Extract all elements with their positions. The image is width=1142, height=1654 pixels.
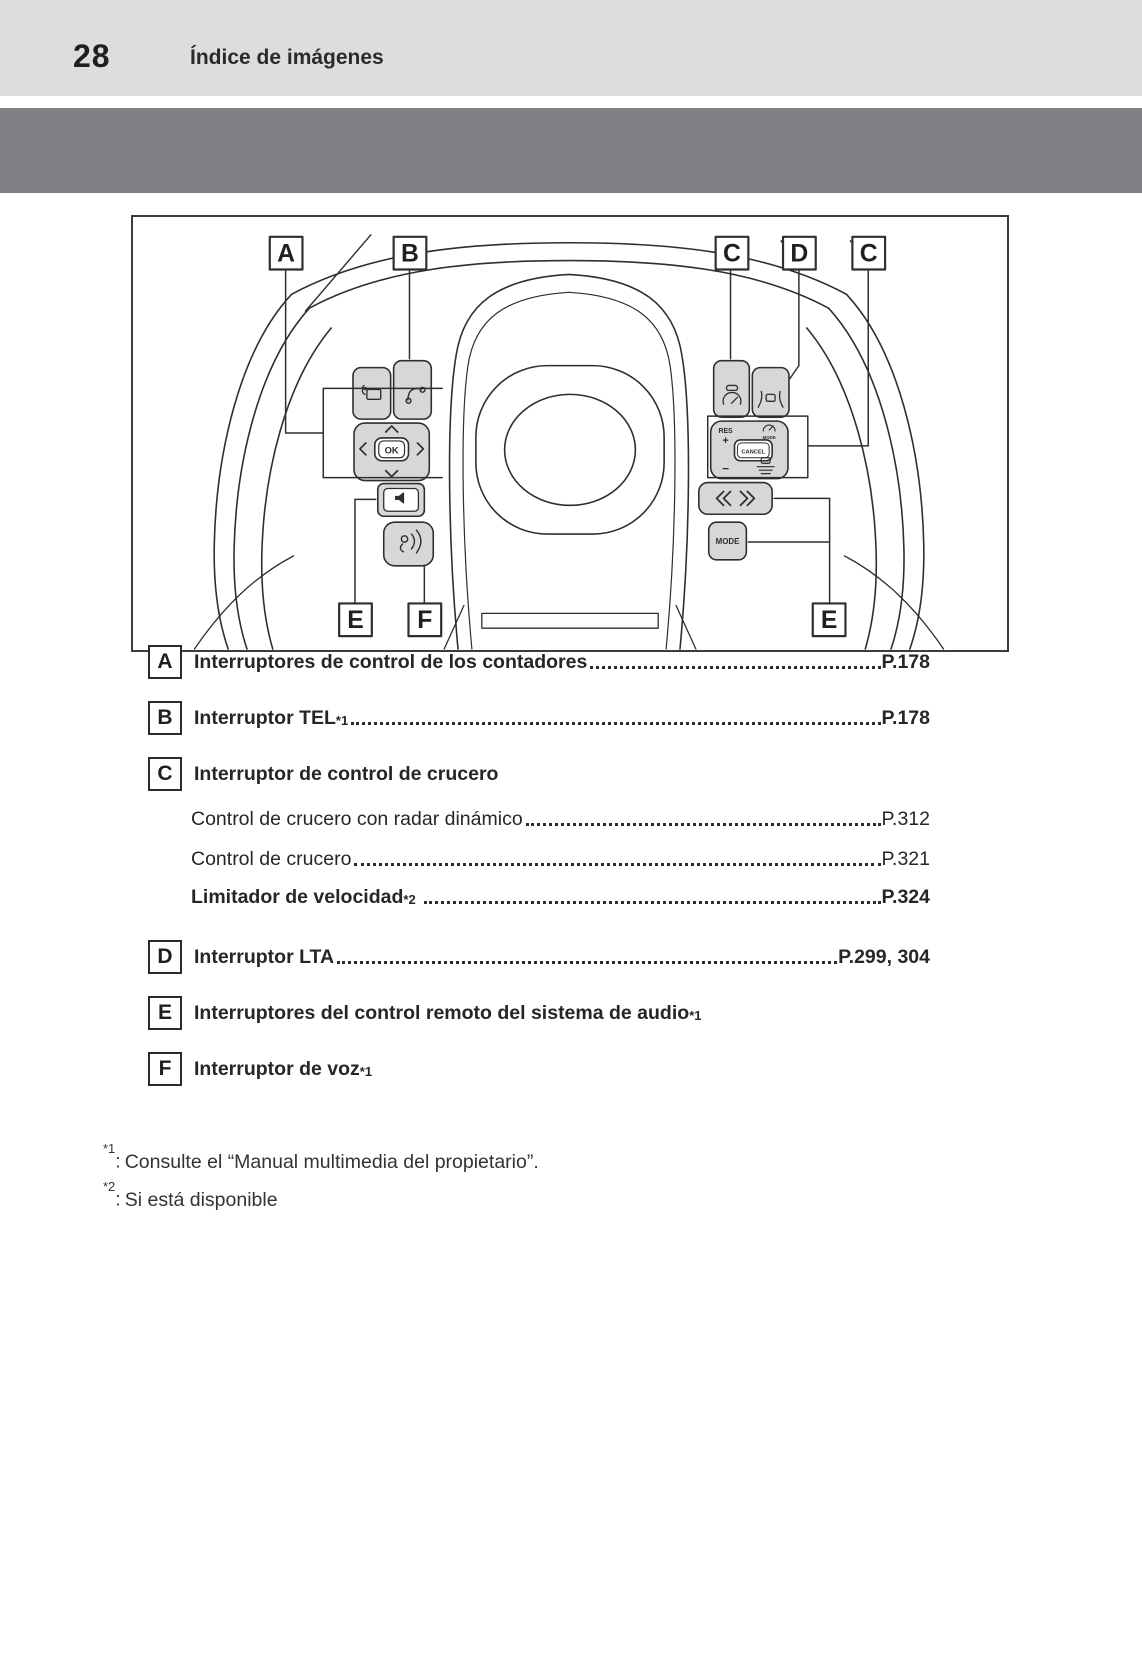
svg-text:C: C xyxy=(723,241,741,268)
dot-leader xyxy=(423,897,881,904)
cruise-mode-label: MODE xyxy=(763,435,776,440)
index-row-e: E Interruptores del control remoto del s… xyxy=(148,996,930,1030)
callout-e1 xyxy=(338,602,373,638)
ok-button xyxy=(374,437,410,462)
dot-leader xyxy=(337,957,838,965)
dot-leader xyxy=(351,718,881,726)
index-row-b: B Interruptor TEL*1 P.178 xyxy=(148,701,930,735)
seek-forward-icon xyxy=(739,490,756,507)
index-row-a: A Interruptores de control de los contad… xyxy=(148,645,930,679)
dot-leader xyxy=(354,859,881,866)
wheel-rim xyxy=(193,234,945,650)
row-letter-d: D xyxy=(148,940,182,974)
page-header: 28 Índice de imágenes xyxy=(0,0,1142,96)
left-switch-cluster: OK xyxy=(352,359,435,567)
footnote-1: *1:Consulte el “Manual multimedia del pr… xyxy=(103,1141,539,1173)
page-ref: P.312 xyxy=(881,807,930,830)
callout-c1 xyxy=(714,235,750,271)
svg-text:F: F xyxy=(417,607,432,634)
callout-b xyxy=(392,235,428,271)
seek-back-icon xyxy=(715,490,732,507)
wheel-hub xyxy=(443,273,697,650)
svg-text:A: A xyxy=(277,241,295,268)
row-label: Interruptor de control de crucero xyxy=(194,762,499,785)
dpad-arrows-icon xyxy=(359,425,425,478)
index-row-d: D Interruptor LTA P.299, 304 xyxy=(148,940,930,974)
row-label: Interruptor de voz xyxy=(194,1057,360,1080)
right-switch-cluster: RES + MODE CANCEL − xyxy=(698,359,790,561)
row-label: Interruptor TEL xyxy=(194,706,336,729)
vehicle-distance-icon xyxy=(756,457,775,475)
audio-mode-button xyxy=(707,521,748,561)
volume-speaker-icon xyxy=(395,492,405,504)
row-letter-c: C xyxy=(148,757,182,791)
row-letter-f: F xyxy=(148,1052,182,1086)
page-ref: P.324 xyxy=(881,885,930,908)
svg-text:B: B xyxy=(401,241,419,268)
index-subrow-speed-limiter: Limitador de velocidad*2 P.324 xyxy=(191,885,930,908)
callout-a xyxy=(268,235,304,271)
row-letter-b: B xyxy=(148,701,182,735)
index-row-f: F Interruptor de voz*1 xyxy=(148,1052,930,1086)
row-label: Interruptores de control de los contador… xyxy=(194,650,588,673)
cruise-gauge-icon xyxy=(722,384,742,405)
audio-mode-label: MODE xyxy=(716,537,740,546)
plus-label: + xyxy=(722,435,728,447)
callout-lines xyxy=(284,268,869,605)
steering-wheel-svg: OK xyxy=(193,234,945,650)
voice-button xyxy=(382,521,435,567)
footnote-marker: *1 xyxy=(103,1141,116,1156)
minus-label: − xyxy=(722,462,729,476)
callout-e2 xyxy=(811,602,847,638)
cancel-button xyxy=(733,439,773,462)
seek-panel xyxy=(698,481,773,516)
svg-text:E: E xyxy=(821,607,838,634)
callout-d xyxy=(781,235,817,271)
row-label: Interruptor LTA xyxy=(194,945,335,968)
page-ref: P.299, 304 xyxy=(838,945,930,968)
page-ref: P.178 xyxy=(881,706,930,729)
row-label: Interruptores del control remoto del sis… xyxy=(194,1001,690,1024)
index-subrow-radar-cruise: Control de crucero con radar dinámico P.… xyxy=(191,806,930,830)
cruise-mode-icon xyxy=(762,424,776,432)
cancel-button-label: CANCEL xyxy=(741,449,765,455)
page-number: 28 xyxy=(73,38,111,74)
row-label: Limitador de velocidad xyxy=(191,885,404,908)
svg-text:D: D xyxy=(790,241,808,268)
row-letter-e: E xyxy=(148,996,182,1030)
footnote-text: Si está disponible xyxy=(124,1188,278,1211)
callout-f xyxy=(407,602,443,638)
index-subrow-cruise: Control de crucero P.321 xyxy=(191,846,930,870)
dot-leader xyxy=(590,662,881,670)
section-band xyxy=(0,108,1142,193)
ok-button-label: OK xyxy=(385,444,399,455)
dot-leader xyxy=(525,819,881,826)
page-ref: P.321 xyxy=(881,847,930,870)
footnote-2: *2:Si está disponible xyxy=(103,1179,278,1211)
footnote-text: Consulte el “Manual multimedia del propi… xyxy=(124,1150,539,1173)
row-letter-a: A xyxy=(148,645,182,679)
voice-talk-icon xyxy=(399,529,422,554)
footnote-marker: *2 xyxy=(103,1179,116,1194)
callout-boxes: A B C D C E F E xyxy=(268,235,887,638)
page-ref: P.178 xyxy=(881,650,930,673)
svg-text:C: C xyxy=(860,241,878,268)
index-row-c: C Interruptor de control de crucero xyxy=(148,757,930,791)
row-label: Control de crucero xyxy=(191,847,352,870)
callout-c2 xyxy=(851,235,887,271)
res-label: RES xyxy=(718,428,733,435)
svg-text:E: E xyxy=(347,607,364,634)
lane-assist-icon xyxy=(757,390,784,408)
steering-wheel-diagram: OK xyxy=(131,215,1009,652)
section-title: Índice de imágenes xyxy=(190,46,384,69)
row-label: Control de crucero con radar dinámico xyxy=(191,807,523,830)
